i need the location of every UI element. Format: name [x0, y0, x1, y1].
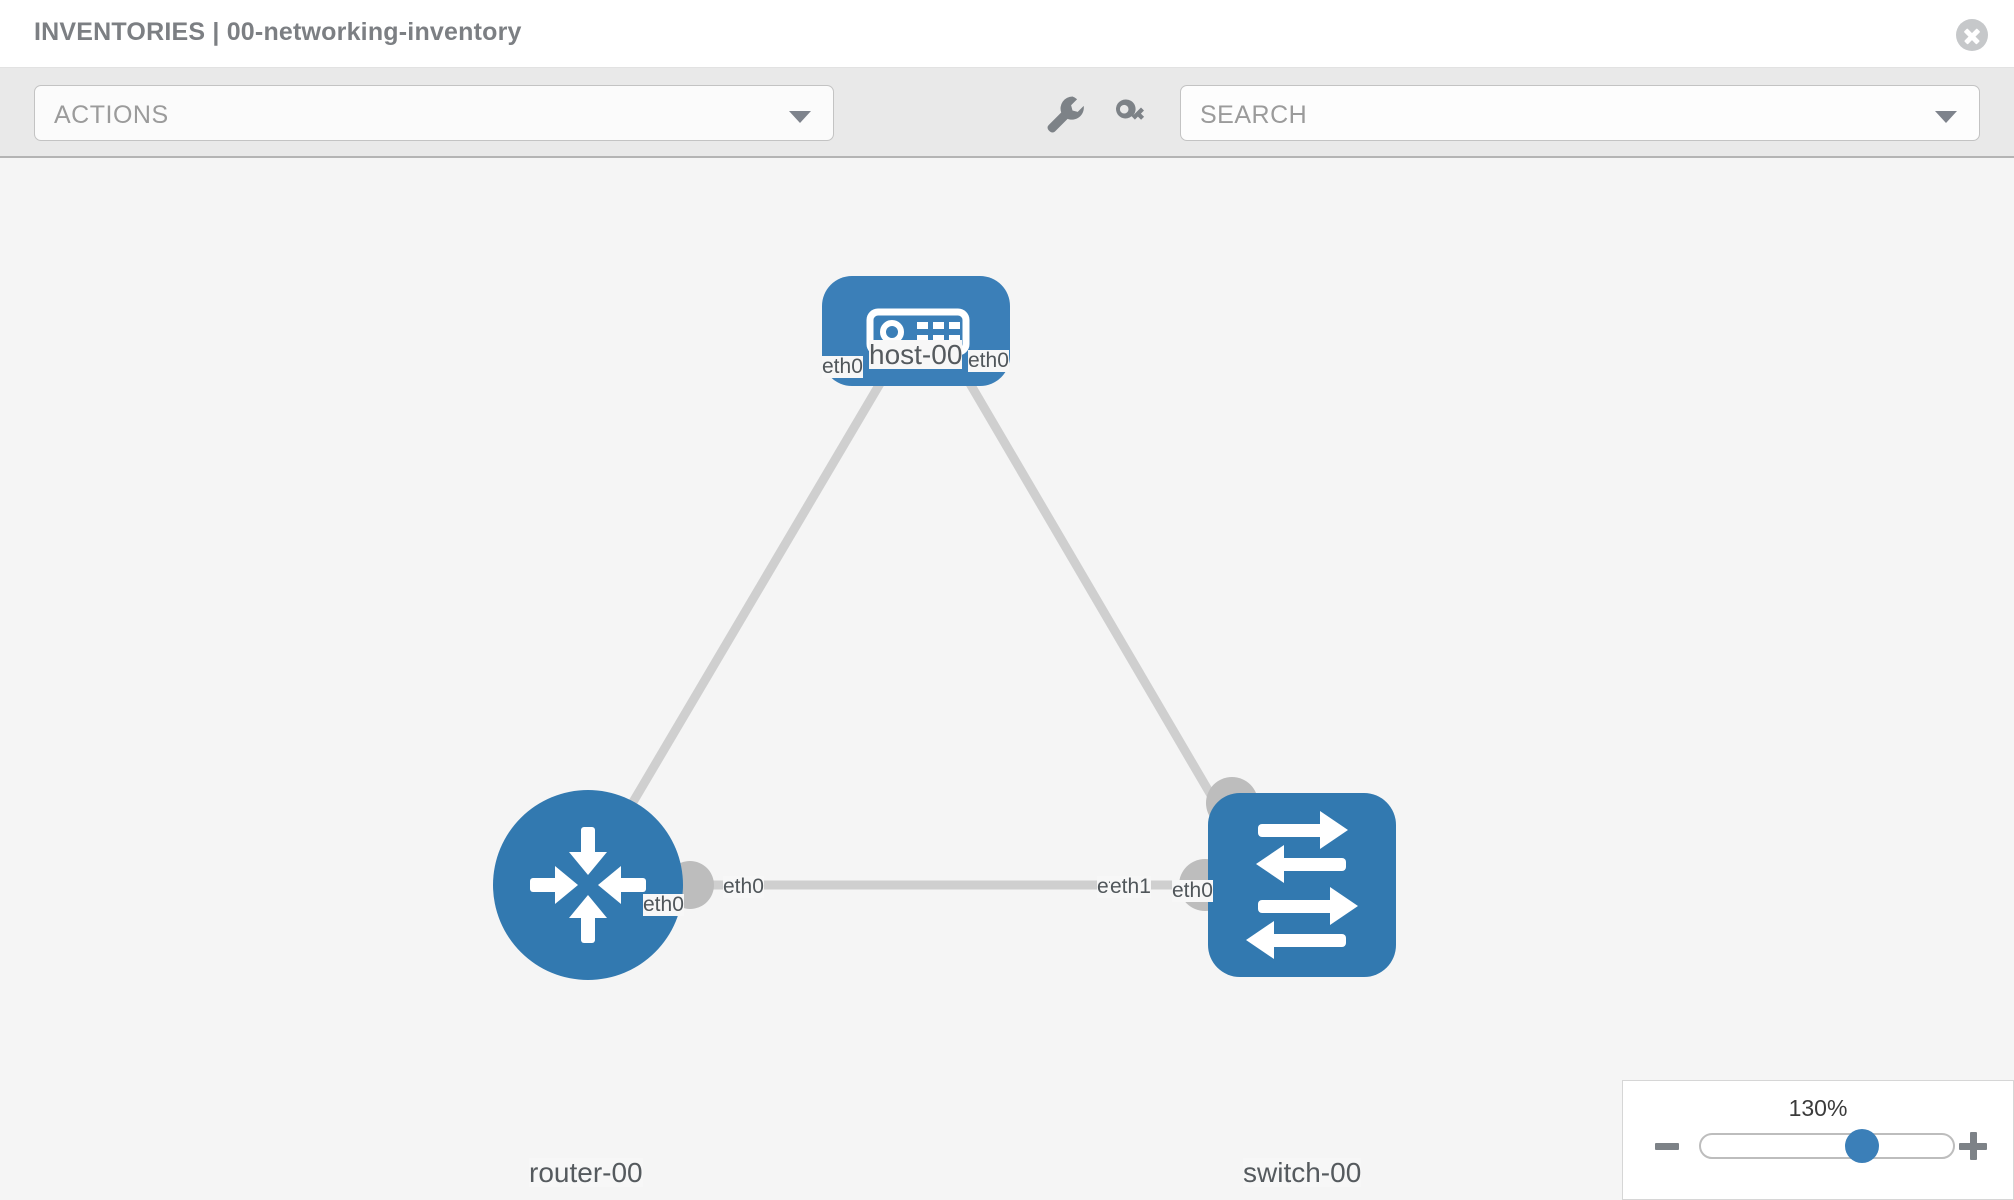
interface-label-host-left: eth0 [822, 355, 863, 379]
node-router-00[interactable] [493, 790, 683, 980]
node-switch-00-body[interactable] [1208, 793, 1396, 977]
close-icon[interactable] [1956, 19, 1988, 51]
topology-connectors [666, 322, 1258, 911]
link-host-router[interactable] [596, 367, 892, 861]
node-label-host-00: host-00 [869, 339, 963, 370]
interface-label-host-right: eth0 [968, 349, 1009, 373]
zoom-percentage: 130% [1788, 1095, 1848, 1121]
zoom-slider-track[interactable] [1699, 1133, 1955, 1159]
node-router-00-body[interactable] [493, 790, 683, 980]
search-input-placeholder: SEARCH [1200, 101, 1308, 129]
router-arrows-icon [530, 827, 646, 943]
interface-label-router-up: eth0 [643, 893, 684, 917]
topology-graph [493, 276, 1396, 980]
node-label-router-00: router-00 [529, 1157, 643, 1188]
interface-label-switch-up: eth0 [1172, 879, 1213, 903]
zoom-slider-thumb[interactable] [1845, 1129, 1879, 1163]
actions-dropdown-label: ACTIONS [54, 101, 169, 129]
interface-label-router-right: eth0 [723, 875, 764, 899]
topology-links [596, 367, 1246, 890]
topology-canvas[interactable]: host-00 router-00 switch-00 eth0 eth0 et… [0, 158, 2014, 1200]
zoom-in-button[interactable] [1959, 1132, 1987, 1160]
actions-dropdown[interactable]: ACTIONS [34, 85, 834, 141]
page-header: INVENTORIES | 00-networking-inventory [0, 0, 2014, 68]
node-label-switch-00: switch-00 [1243, 1157, 1362, 1188]
zoom-control: 130% [1622, 1080, 2014, 1200]
chevron-down-icon[interactable] [1935, 111, 1957, 123]
interface-label-switch-left: eth1 [1110, 875, 1151, 899]
toolbar: ACTIONS SEARCH [0, 68, 2014, 158]
switch-arrows-icon [1246, 811, 1358, 959]
wrench-icon[interactable] [1038, 88, 1090, 140]
chevron-down-icon [789, 111, 811, 123]
zoom-out-button[interactable] [1655, 1143, 1679, 1150]
page-title: INVENTORIES | 00-networking-inventory [34, 18, 522, 46]
node-switch-00[interactable] [1208, 793, 1396, 977]
search-input[interactable]: SEARCH [1180, 85, 1980, 141]
key-icon[interactable] [1106, 88, 1158, 140]
link-host-switch[interactable] [958, 367, 1246, 851]
